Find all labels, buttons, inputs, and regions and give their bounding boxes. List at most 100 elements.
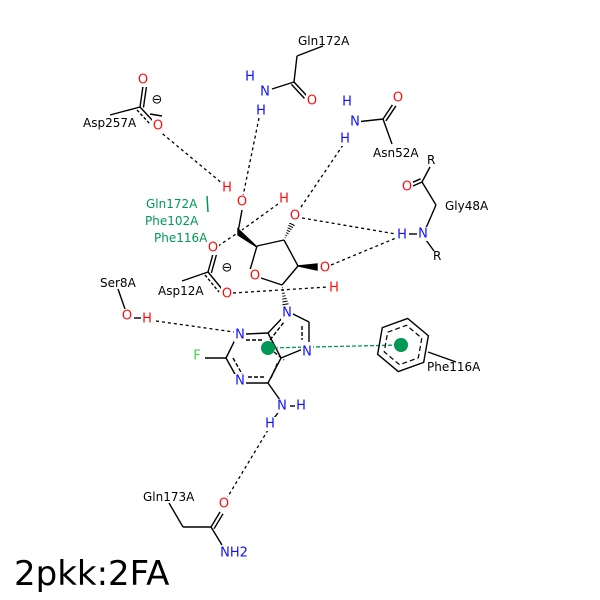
atom-bg — [121, 309, 133, 323]
atom-bg — [349, 115, 361, 129]
bond — [421, 181, 437, 206]
atom-label: H — [342, 95, 352, 110]
hydrophobic-contact-bar — [206, 195, 209, 213]
aromatic-bond — [270, 361, 279, 379]
atom-bg — [244, 70, 256, 84]
hash-bond — [285, 232, 289, 235]
double-bond — [411, 178, 421, 184]
ring-centroid-phe116 — [394, 338, 408, 352]
hash-bond — [285, 234, 288, 237]
atom-bg — [278, 192, 290, 206]
hydrogen-bond — [301, 217, 397, 235]
atom-bg — [218, 497, 230, 511]
hash-bond — [288, 222, 295, 227]
bond — [427, 351, 457, 363]
atom-label: O — [153, 119, 163, 134]
hydrogen-bond — [330, 237, 397, 266]
bond — [280, 348, 304, 359]
atom-bg — [137, 73, 149, 87]
bond — [296, 45, 324, 57]
atom-bg — [339, 132, 351, 146]
residue-label: Gln173A — [143, 490, 195, 504]
atom-bg — [191, 349, 203, 363]
aromatic-bond — [232, 357, 243, 375]
wedge-bond — [237, 227, 258, 248]
atom-label: H — [245, 70, 255, 85]
atom-bg — [221, 181, 233, 195]
hash-bond — [282, 295, 286, 297]
atom-label: NH2 — [220, 546, 248, 561]
atom-label: N — [235, 374, 245, 389]
double-bond — [142, 86, 148, 108]
atom-label: O — [222, 287, 232, 302]
hydrophobic-residue-label: Phe102A — [145, 214, 199, 228]
double-bond — [293, 81, 308, 97]
double-bond — [210, 254, 218, 274]
residue-label: Ser8A — [100, 276, 137, 290]
bond — [139, 106, 154, 122]
atom-label: H — [296, 399, 306, 414]
hydrophobic-residue-label: Phe116A — [154, 231, 208, 245]
atom-label: H — [222, 181, 232, 196]
atom-bg — [401, 180, 413, 194]
atom-label: N — [277, 399, 287, 414]
atom-label: F — [193, 349, 200, 364]
bond — [245, 332, 269, 335]
atom-label: O — [307, 94, 317, 109]
atom-label: O — [122, 309, 132, 324]
double-bond — [382, 103, 394, 120]
residue-label: R — [433, 249, 441, 263]
atom-label: O — [237, 195, 247, 210]
atom-label: O — [250, 269, 260, 284]
atom-bg — [152, 119, 164, 133]
atom-label: H — [265, 417, 275, 432]
atom-bg — [255, 104, 267, 118]
atom-label: H — [279, 192, 289, 207]
atom-bg — [219, 546, 249, 560]
bond — [382, 118, 393, 145]
hydrogen-bond — [232, 286, 329, 294]
bond — [281, 265, 299, 286]
hydrogen-bond — [226, 429, 269, 499]
atom-label: H — [329, 281, 339, 296]
atom-bg — [207, 241, 219, 255]
bond — [271, 81, 295, 90]
bond — [290, 312, 310, 323]
bond — [425, 239, 435, 252]
phe116-ring — [261, 317, 430, 373]
residue-label: Gly48A — [445, 199, 489, 213]
hydrogen-bond — [157, 129, 224, 185]
double-bond — [210, 511, 221, 528]
hash-bond — [282, 303, 289, 306]
diagram-title: 2pkk:2FA — [14, 554, 169, 594]
atom-bg — [264, 417, 276, 431]
atom-bg — [236, 195, 248, 209]
bond — [283, 239, 299, 267]
bond — [225, 357, 237, 377]
atom-bg — [276, 399, 288, 413]
bond — [181, 271, 209, 282]
hydrophobic-residue-label: Gln172A — [146, 197, 198, 211]
bond — [207, 271, 223, 290]
bond — [237, 209, 243, 233]
double-bond — [385, 105, 397, 122]
hydrogen-bond — [298, 144, 344, 211]
atom-bg — [319, 261, 331, 275]
atom-label: ⊖ — [152, 93, 163, 108]
atom-label: O — [208, 241, 218, 256]
atom-bg — [151, 93, 163, 107]
atom-bg — [289, 209, 301, 223]
hash-bond — [286, 229, 291, 233]
bond — [210, 526, 223, 546]
atom-label: O — [290, 209, 300, 224]
atom-label: H — [256, 104, 266, 119]
phenyl-ring — [376, 317, 430, 373]
bond — [256, 239, 285, 247]
atom-bg — [301, 345, 313, 359]
pi-stacking-line — [267, 344, 402, 349]
atom-bg — [306, 94, 318, 108]
ring-centroid-ligand — [261, 341, 275, 355]
bond — [117, 288, 126, 310]
bond — [425, 204, 437, 229]
